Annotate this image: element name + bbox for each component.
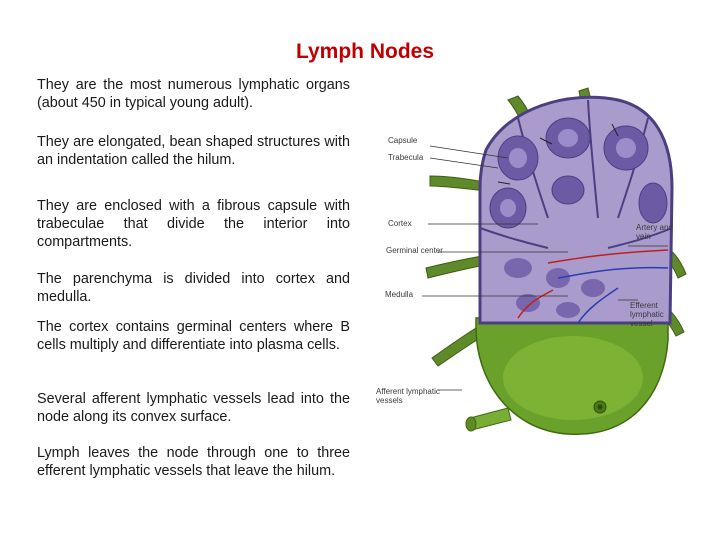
paragraph-numerous: They are the most numerous lymphatic org… xyxy=(37,77,350,111)
label-afferent: Afferent lymphatic vessels xyxy=(376,387,440,405)
label-medulla: Medulla xyxy=(385,290,414,299)
paragraph-capsule: They are enclosed with a fibrous capsule… xyxy=(37,198,350,250)
paragraph-cortex: The cortex contains germinal centers whe… xyxy=(37,319,350,353)
paragraph-afferent: Several afferent lymphatic vessels lead … xyxy=(37,391,350,425)
paragraph-parenchyma: The parenchyma is divided into cortex an… xyxy=(37,271,350,305)
label-cortex: Cortex xyxy=(388,219,412,228)
lymph-node-drawing xyxy=(422,87,687,435)
label-capsule: Capsule xyxy=(388,136,418,145)
slide-title: Lymph Nodes xyxy=(295,40,435,63)
label-artery-vein: Artery and vein xyxy=(636,223,673,241)
afferent-tube-icon xyxy=(465,407,512,432)
label-germinal-center: Germinal center xyxy=(386,246,443,255)
label-trabecula: Trabecula xyxy=(388,153,424,162)
paragraph-efferent: Lymph leaves the node through one to thr… xyxy=(37,445,350,479)
lymph-node-illustration: Capsule Trabecula Cortex Germinal center… xyxy=(368,78,690,458)
paragraph-shape: They are elongated, bean shaped structur… xyxy=(37,134,350,168)
label-efferent: Efferent lymphatic vessel xyxy=(630,301,664,328)
